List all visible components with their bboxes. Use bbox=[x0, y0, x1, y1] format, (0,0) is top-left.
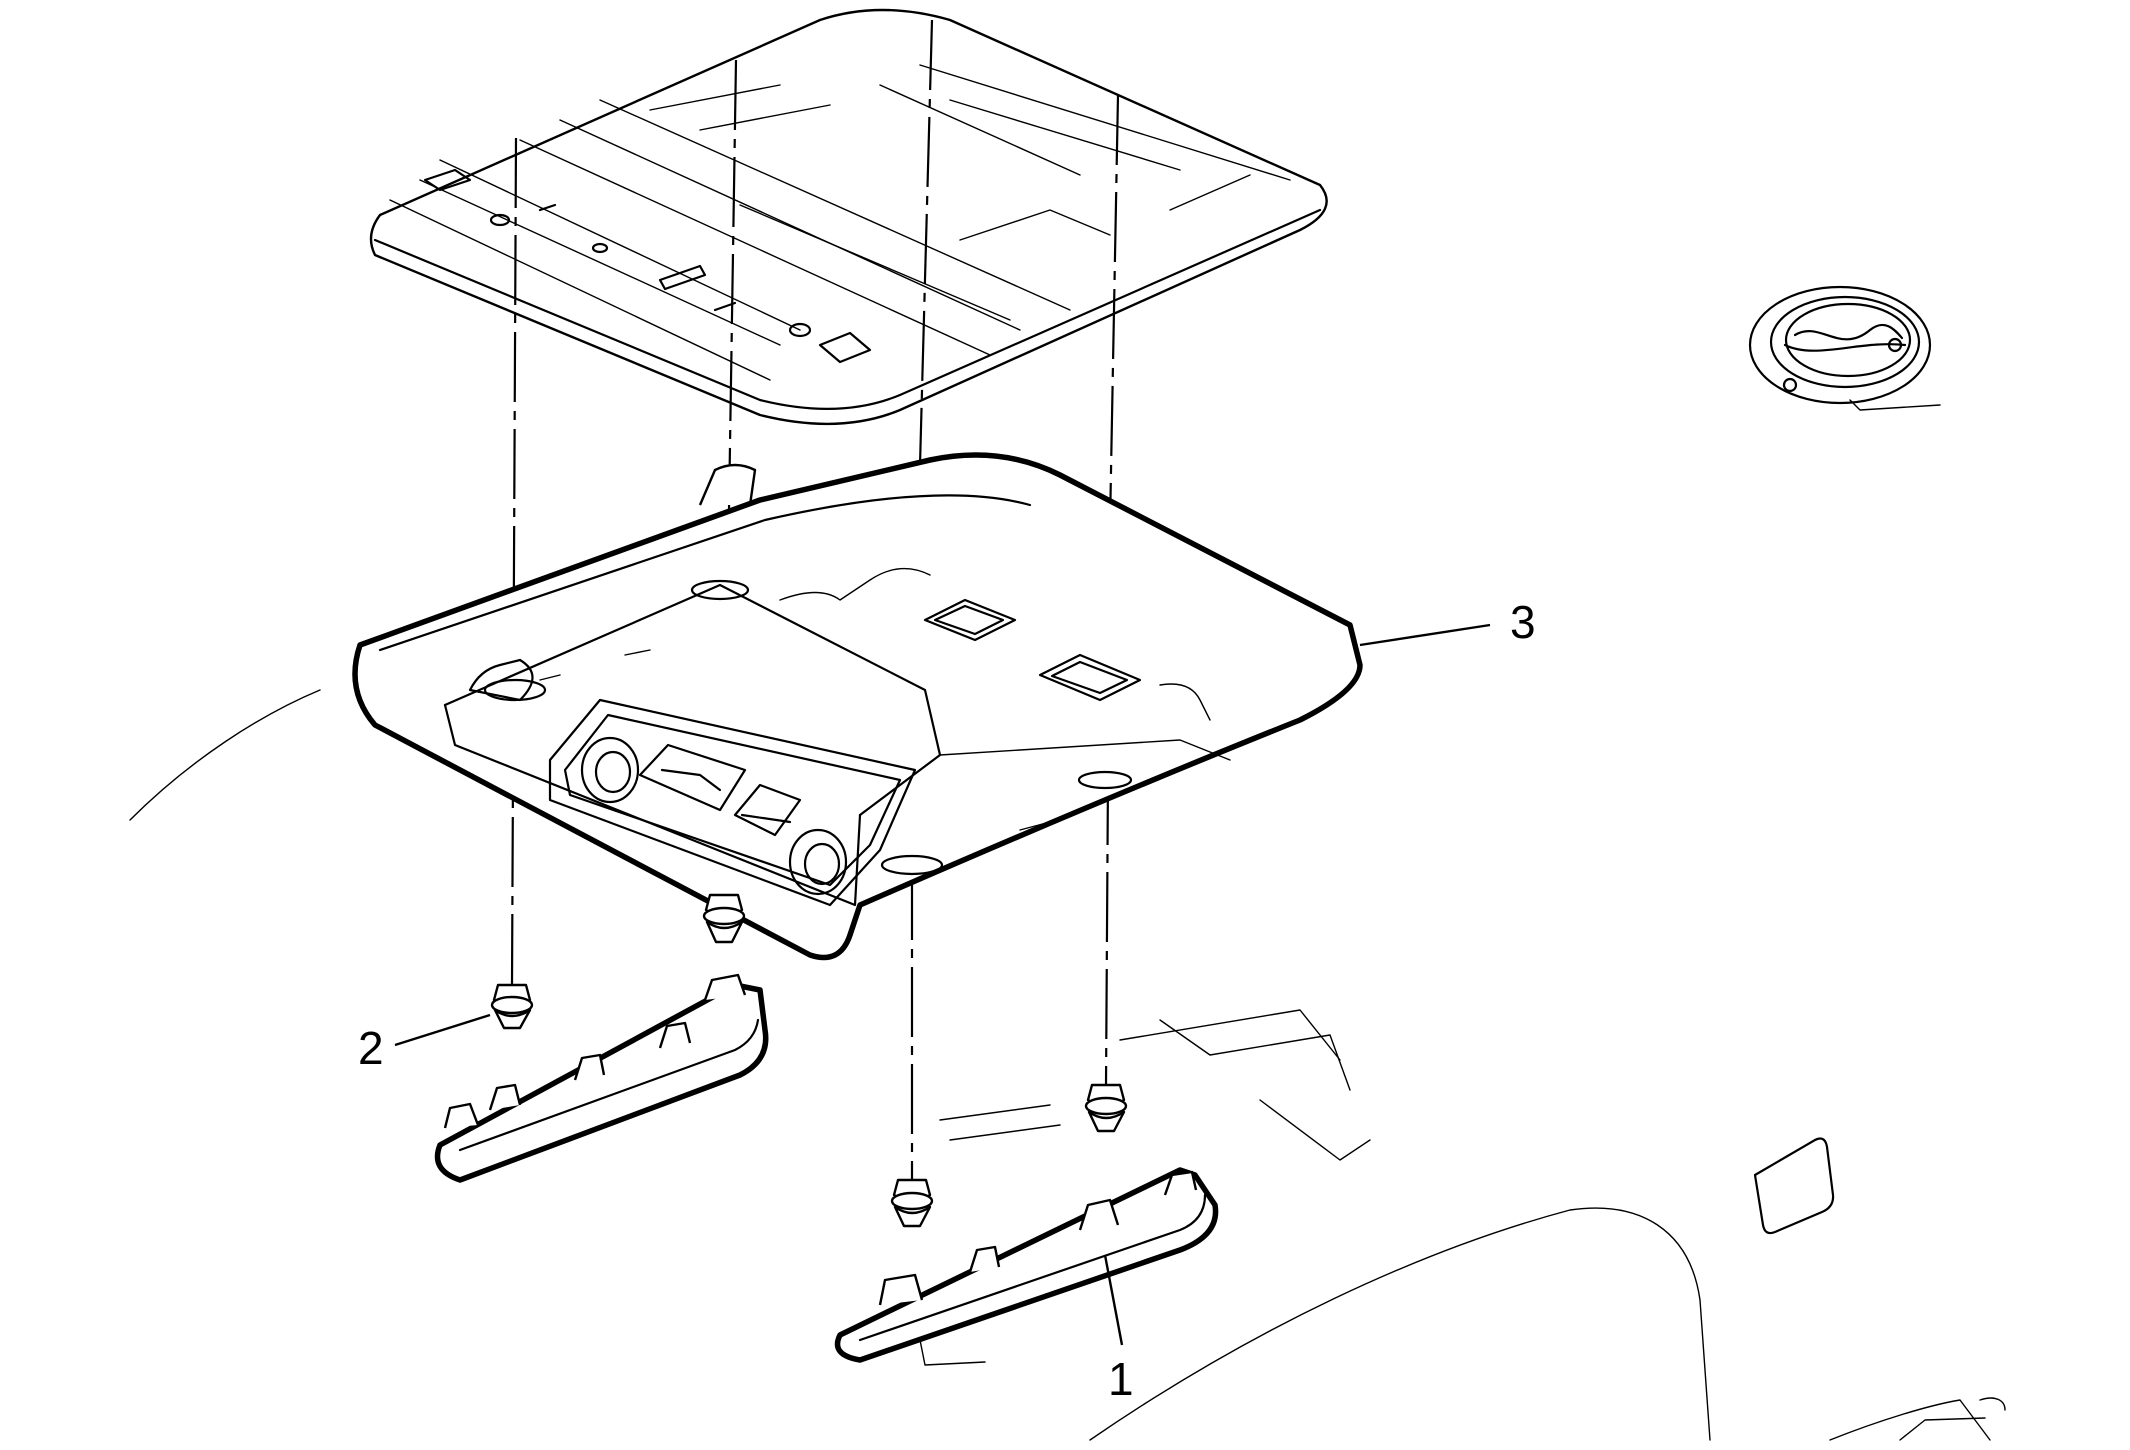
screw-icon bbox=[490, 983, 534, 1030]
screw-icon bbox=[702, 893, 746, 944]
screw-icon bbox=[1084, 1083, 1128, 1133]
roof-panel bbox=[369, 8, 1328, 426]
screws bbox=[490, 893, 1128, 1228]
callout-label-1: 1 bbox=[1108, 1353, 1134, 1405]
screw-icon bbox=[890, 1178, 934, 1228]
vehicle-body-outline bbox=[129, 689, 2006, 1441]
overhead-console bbox=[352, 452, 1363, 961]
trim-cover-plate bbox=[1753, 1137, 1835, 1235]
console-trim-right bbox=[834, 1167, 1219, 1363]
callout-labels: 3 2 1 bbox=[358, 596, 1536, 1405]
callout-leaders bbox=[394, 623, 1491, 1346]
callout-label-3: 3 bbox=[1510, 596, 1536, 648]
callout-label-2: 2 bbox=[358, 1022, 384, 1074]
console-trim-left bbox=[434, 973, 769, 1183]
round-dome-part bbox=[1748, 285, 1941, 411]
